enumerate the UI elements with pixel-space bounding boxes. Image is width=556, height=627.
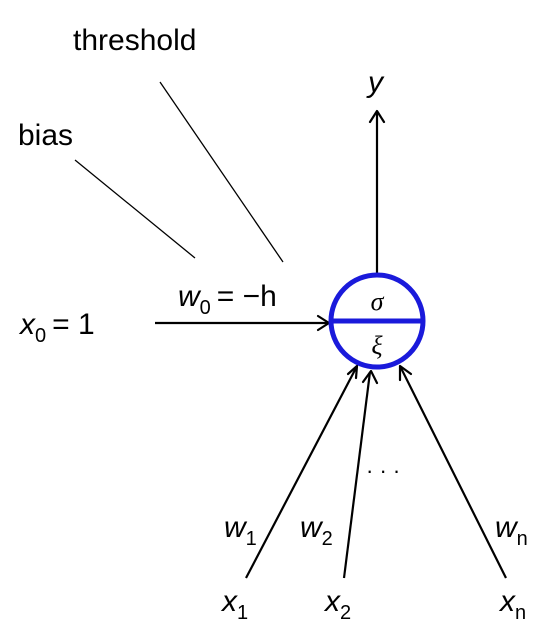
input-var-n: x bbox=[498, 585, 516, 618]
bias-input-label: x0 = 1 bbox=[18, 308, 95, 347]
input-sub-1: 1 bbox=[237, 602, 248, 624]
input-arrow-1 bbox=[245, 367, 357, 579]
input-sub-2: 2 bbox=[340, 602, 351, 624]
input-var-1: x bbox=[220, 585, 238, 618]
output-label: y bbox=[366, 66, 385, 99]
weight-sub-n: n bbox=[517, 528, 528, 550]
bias-input-var: x bbox=[18, 308, 36, 341]
threshold-label: threshold bbox=[73, 24, 196, 57]
bias-label: bias bbox=[18, 119, 73, 152]
input-arrow-2 bbox=[342, 371, 372, 579]
input-arrowhead-n bbox=[398, 364, 413, 382]
bias-weight-sub: 0 bbox=[200, 297, 211, 319]
weight-var-n: w bbox=[495, 511, 519, 544]
input-var-2: x bbox=[323, 585, 341, 618]
weight-var-1: w bbox=[224, 511, 248, 544]
input-label-1: x1 bbox=[220, 585, 248, 624]
bias-weight-var: w bbox=[178, 280, 202, 313]
weight-label-n: wn bbox=[495, 511, 528, 550]
weight-sub-2: 2 bbox=[322, 528, 333, 550]
weight-sub-1: 1 bbox=[246, 528, 257, 550]
bias-input-sub: 0 bbox=[35, 325, 46, 347]
ellipsis: · · · bbox=[366, 458, 400, 483]
aggregation-symbol: ξ bbox=[371, 331, 383, 360]
weight-var-2: w bbox=[300, 511, 324, 544]
threshold-leader-line bbox=[159, 81, 284, 263]
bias-leader-line bbox=[74, 159, 196, 259]
bias-weight-label: w0 = −h bbox=[178, 280, 277, 319]
input-label-2: x2 bbox=[323, 585, 351, 624]
bias-weight-eq: = −h bbox=[217, 280, 277, 313]
input-sub-n: n bbox=[515, 602, 526, 624]
input-arrowhead-1 bbox=[346, 364, 359, 380]
weight-label-1: w1 bbox=[224, 511, 257, 550]
input-label-n: xn bbox=[498, 585, 526, 624]
weight-label-2: w2 bbox=[300, 511, 333, 550]
activation-symbol: σ bbox=[371, 287, 385, 316]
input-arrow-n bbox=[400, 367, 507, 579]
output-arrowhead bbox=[368, 109, 386, 124]
input-arrowhead-2 bbox=[361, 369, 379, 385]
bias-input-eq: = 1 bbox=[52, 308, 95, 341]
